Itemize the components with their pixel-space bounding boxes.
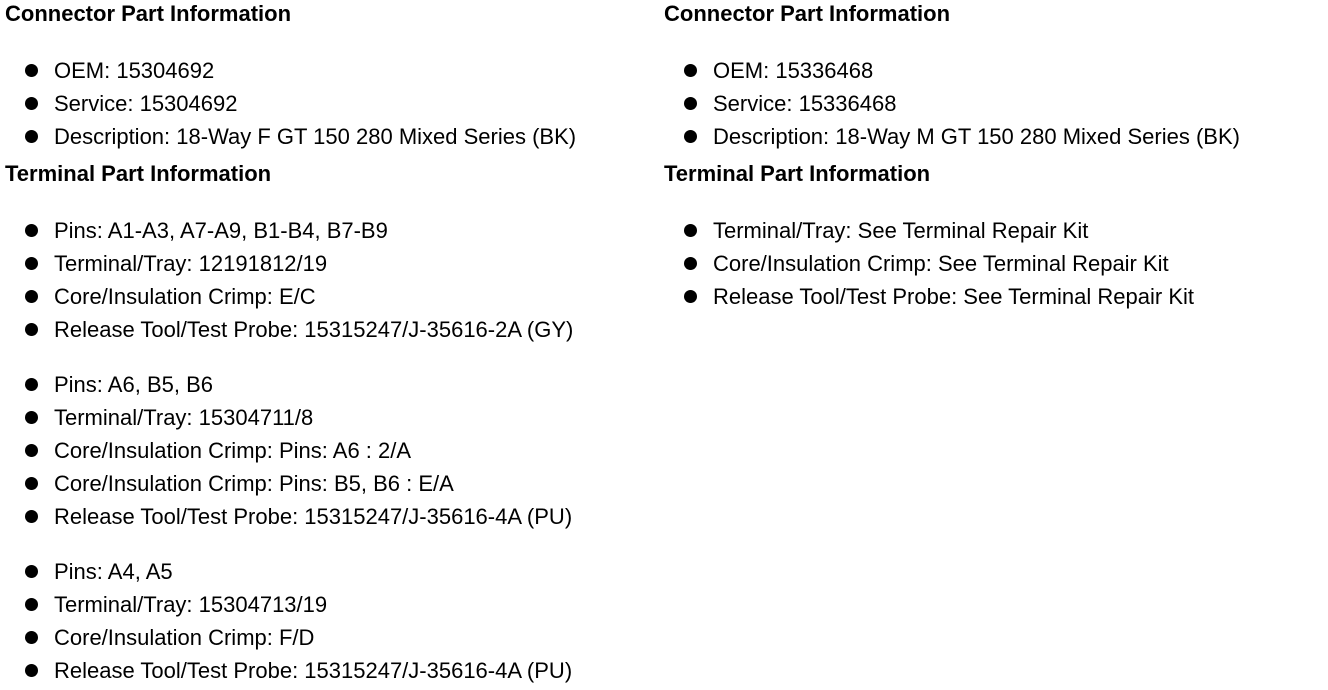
- bullet-icon: [25, 224, 38, 237]
- bullet-icon: [684, 97, 697, 110]
- bullet-icon: [25, 130, 38, 143]
- list-item: Service: 15336468: [664, 87, 1324, 120]
- item-text: Pins: A1-A3, A7-A9, B1-B4, B7-B9: [54, 218, 388, 243]
- bullet-icon: [684, 130, 697, 143]
- bullet-icon: [684, 290, 697, 303]
- list-item: Core/Insulation Crimp: F/D: [5, 621, 660, 654]
- list-item: Terminal/Tray: 15304713/19: [5, 588, 660, 621]
- item-text: Release Tool/Test Probe: 15315247/J-3561…: [54, 317, 574, 342]
- bullet-icon: [25, 565, 38, 578]
- item-text: Description: 18-Way M GT 150 280 Mixed S…: [713, 124, 1240, 149]
- bullet-icon: [25, 444, 38, 457]
- connector-info-list: OEM: 15304692 Service: 15304692 Descript…: [5, 54, 660, 153]
- item-text: Description: 18-Way F GT 150 280 Mixed S…: [54, 124, 577, 149]
- list-item: Core/Insulation Crimp: Pins: B5, B6 : E/…: [5, 467, 660, 500]
- list-item: Core/Insulation Crimp: E/C: [5, 280, 660, 313]
- list-item: Core/Insulation Crimp: See Terminal Repa…: [664, 247, 1324, 280]
- list-item: Pins: A6, B5, B6: [5, 368, 660, 401]
- item-text: Release Tool/Test Probe: See Terminal Re…: [713, 284, 1194, 309]
- list-item: OEM: 15304692: [5, 54, 660, 87]
- item-text: Terminal/Tray: 15304711/8: [54, 405, 314, 430]
- list-item: Release Tool/Test Probe: 15315247/J-3561…: [5, 654, 660, 687]
- terminal-heading: Terminal Part Information: [664, 161, 931, 186]
- left-column: Connector Part Information OEM: 15304692…: [5, 0, 660, 687]
- item-text: Terminal/Tray: 12191812/19: [54, 251, 328, 276]
- bullet-icon: [25, 257, 38, 270]
- bullet-icon: [25, 290, 38, 303]
- bullet-icon: [25, 664, 38, 677]
- terminal-group-2: Pins: A6, B5, B6 Terminal/Tray: 15304711…: [5, 368, 660, 533]
- bullet-icon: [25, 477, 38, 490]
- item-text: Release Tool/Test Probe: 15315247/J-3561…: [54, 658, 573, 683]
- list-item: Pins: A4, A5: [5, 555, 660, 588]
- item-text: Core/Insulation Crimp: E/C: [54, 284, 316, 309]
- bullet-icon: [25, 64, 38, 77]
- bullet-icon: [25, 378, 38, 391]
- list-item: Terminal/Tray: See Terminal Repair Kit: [664, 214, 1324, 247]
- terminal-heading: Terminal Part Information: [5, 161, 272, 186]
- list-item: Release Tool/Test Probe: 15315247/J-3561…: [5, 500, 660, 533]
- item-text: Core/Insulation Crimp: F/D: [54, 625, 315, 650]
- list-item: Pins: A1-A3, A7-A9, B1-B4, B7-B9: [5, 214, 660, 247]
- connector-heading: Connector Part Information: [5, 1, 292, 26]
- bullet-icon: [684, 224, 697, 237]
- terminal-group-1: Terminal/Tray: See Terminal Repair Kit C…: [664, 214, 1324, 313]
- item-text: Pins: A4, A5: [54, 559, 173, 584]
- list-item: Description: 18-Way F GT 150 280 Mixed S…: [5, 120, 660, 153]
- item-text: Terminal/Tray: See Terminal Repair Kit: [713, 218, 1089, 243]
- list-item: Description: 18-Way M GT 150 280 Mixed S…: [664, 120, 1324, 153]
- item-text: Core/Insulation Crimp: See Terminal Repa…: [713, 251, 1169, 276]
- terminal-group-3: Pins: A4, A5 Terminal/Tray: 15304713/19 …: [5, 555, 660, 687]
- right-column: Connector Part Information OEM: 15336468…: [664, 0, 1324, 313]
- connector-info-list: OEM: 15336468 Service: 15336468 Descript…: [664, 54, 1324, 153]
- bullet-icon: [25, 510, 38, 523]
- item-text: Terminal/Tray: 15304713/19: [54, 592, 328, 617]
- item-text: Core/Insulation Crimp: Pins: A6 : 2/A: [54, 438, 412, 463]
- item-text: Service: 15304692: [54, 91, 238, 116]
- bullet-icon: [25, 411, 38, 424]
- list-item: Release Tool/Test Probe: See Terminal Re…: [664, 280, 1324, 313]
- item-text: Pins: A6, B5, B6: [54, 372, 213, 397]
- bullet-icon: [25, 97, 38, 110]
- bullet-icon: [25, 323, 38, 336]
- list-item: OEM: 15336468: [664, 54, 1324, 87]
- bullet-icon: [684, 64, 697, 77]
- list-item: Service: 15304692: [5, 87, 660, 120]
- item-text: Service: 15336468: [713, 91, 897, 116]
- list-item: Release Tool/Test Probe: 15315247/J-3561…: [5, 313, 660, 346]
- bullet-icon: [25, 598, 38, 611]
- bullet-icon: [25, 631, 38, 644]
- connector-heading: Connector Part Information: [664, 1, 951, 26]
- item-text: Release Tool/Test Probe: 15315247/J-3561…: [54, 504, 573, 529]
- item-text: Core/Insulation Crimp: Pins: B5, B6 : E/…: [54, 471, 454, 496]
- bullet-icon: [684, 257, 697, 270]
- terminal-group-1: Pins: A1-A3, A7-A9, B1-B4, B7-B9 Termina…: [5, 214, 660, 346]
- list-item: Terminal/Tray: 12191812/19: [5, 247, 660, 280]
- item-text: OEM: 15336468: [713, 58, 874, 83]
- list-item: Terminal/Tray: 15304711/8: [5, 401, 660, 434]
- item-text: OEM: 15304692: [54, 58, 215, 83]
- list-item: Core/Insulation Crimp: Pins: A6 : 2/A: [5, 434, 660, 467]
